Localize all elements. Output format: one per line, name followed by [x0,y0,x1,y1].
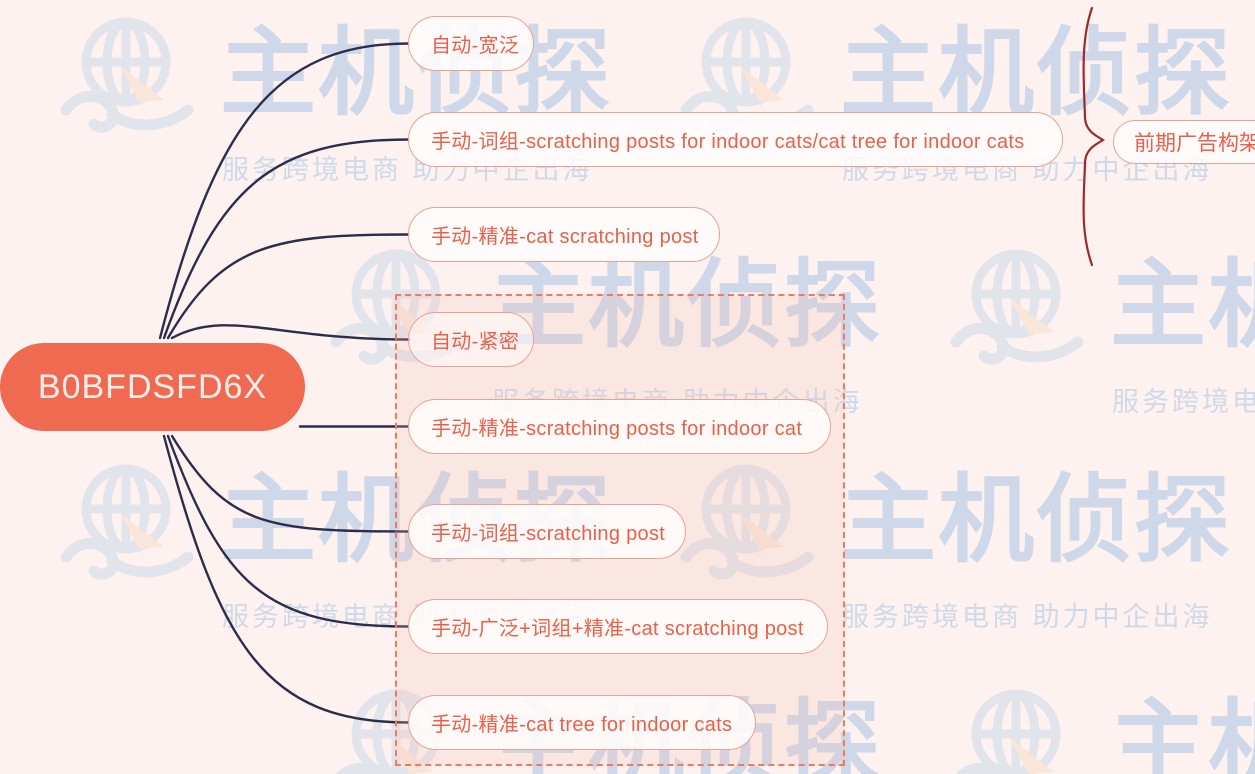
mindmap-node-label: 自动-紧密 [431,331,520,353]
root-node[interactable]: B0BFDSFD6X [0,343,305,431]
connector-root-to-manual-mix-csp [166,434,411,628]
mindmap-node-manual-phrase-combo[interactable]: 手动-词组-scratching posts for indoor cats/c… [408,112,1063,167]
mindmap-node-label: 手动-精准-scratching posts for indoor cat [431,418,803,440]
mindmap-node-label: 手动-词组-scratching posts for indoor cats/c… [431,131,1025,153]
mindmap-node-auto-close[interactable]: 自动-紧密 [408,312,534,367]
mindmap-node-label: 手动-词组-scratching post [431,523,666,545]
mindmap-node-label: 自动-宽泛 [431,35,520,57]
connector-root-to-auto-broad [158,42,411,340]
mindmap-node-label: 手动-精准-cat tree for indoor cats [431,714,733,736]
mindmap-node-manual-exact-csp[interactable]: 手动-精准-cat scratching post [408,207,720,262]
mindmap-node-label: 手动-精准-cat scratching post [431,226,699,248]
curly-brace-icon [1082,6,1105,267]
connector-root-to-manual-exact-csp [166,233,411,340]
connector-root-to-manual-phrase-combo [162,138,411,340]
mindmap-node-auto-broad[interactable]: 自动-宽泛 [408,16,534,71]
mindmap-node-manual-exact-spic[interactable]: 手动-精准-scratching posts for indoor cat [408,399,831,454]
mindmap-node-label: 手动-广泛+词组+精准-cat scratching post [431,618,804,640]
bracket-label-node[interactable]: 前期广告构架 [1113,120,1255,164]
mindmap-node-manual-mix-csp[interactable]: 手动-广泛+词组+精准-cat scratching post [408,599,828,654]
connector-root-to-manual-phrase-sp [170,434,411,533]
root-node-label: B0BFDSFD6X [37,367,268,406]
mindmap-node-manual-exact-ctfic[interactable]: 手动-精准-cat tree for indoor cats [408,695,756,750]
mindmap-node-manual-phrase-sp[interactable]: 手动-词组-scratching post [408,504,686,559]
bracket-label-text: 前期广告构架 [1134,132,1255,155]
